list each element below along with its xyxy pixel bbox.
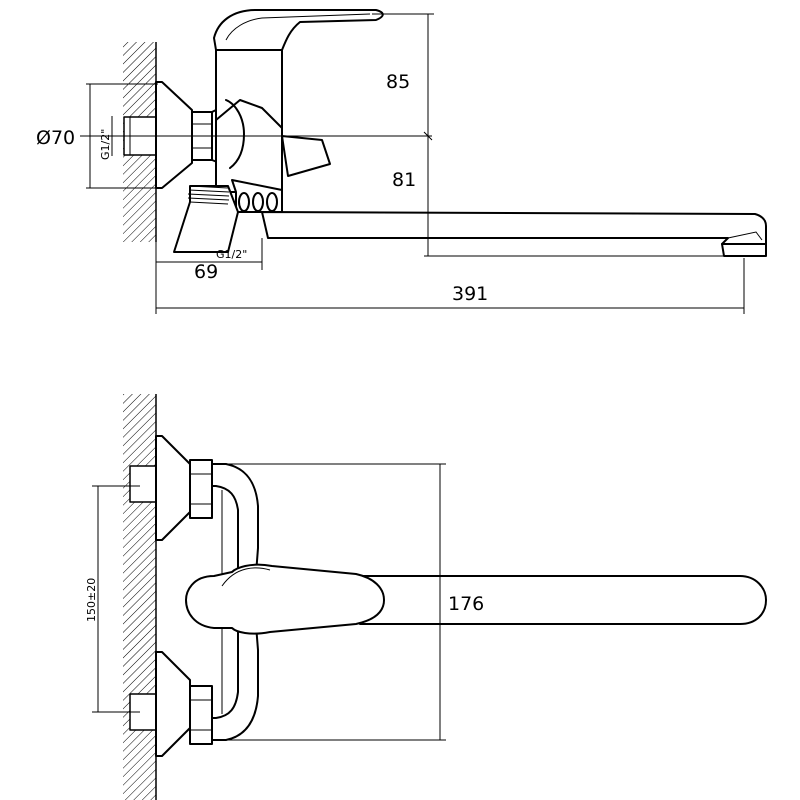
- hex-nut-lower: [189, 685, 213, 745]
- label-flange-diameter: Ø70: [36, 127, 75, 149]
- label-offset: 69: [194, 261, 218, 283]
- dim-spout-reach: [212, 463, 446, 741]
- dim-flange-diameter: [86, 83, 158, 189]
- wall-flange-side: [155, 81, 193, 189]
- side-view: Ø70 G1/2" 85 81 69 G1/2" 391: [36, 9, 767, 314]
- label-thread-side: G1/2": [99, 129, 112, 160]
- front-view: 176 150±20: [85, 394, 767, 800]
- dim-heights: [372, 13, 740, 257]
- diverter-knob-side: [281, 135, 331, 177]
- spout-side: [261, 211, 767, 257]
- shower-connector-side: [173, 185, 239, 253]
- label-thread-bottom: G1/2": [216, 248, 247, 261]
- label-length: 391: [452, 283, 488, 305]
- wall-hatch-front: [123, 394, 156, 800]
- wall-flange-lower: [155, 651, 191, 757]
- label-center-distance: 150±20: [85, 578, 98, 622]
- dim-length: [156, 258, 745, 314]
- dim-center-distance: [92, 485, 140, 713]
- lever-handle-side: [213, 9, 384, 51]
- dim-offset: [155, 238, 263, 314]
- label-height-top: 85: [386, 71, 410, 93]
- hex-nut-upper: [189, 459, 213, 519]
- label-spout-reach: 176: [448, 593, 484, 615]
- lower-body-side: [231, 179, 283, 213]
- wall-flange-upper: [155, 435, 191, 541]
- spout-front: [359, 575, 767, 625]
- lever-handle-front: [185, 563, 385, 635]
- mixer-body-side: [211, 49, 283, 193]
- label-height-bottom: 81: [392, 169, 416, 191]
